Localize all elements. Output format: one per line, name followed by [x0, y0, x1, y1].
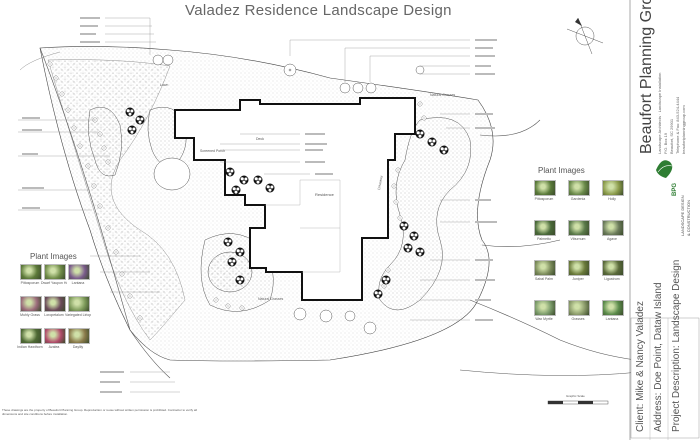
- plant-caption: Wax Myrtle: [535, 317, 553, 321]
- plant-caption: Loropetalum: [44, 313, 64, 317]
- lawn-oval: [153, 157, 191, 191]
- deck-label: Deck: [256, 137, 264, 141]
- company-address-1: P.O. Box 19: [663, 132, 668, 154]
- notes: These drawings are the property of Beauf…: [2, 408, 197, 416]
- company-web: beaufortplanninggroup.com: [681, 105, 686, 154]
- plant-photo: [20, 264, 42, 280]
- logo-letters: BPG: [672, 182, 678, 196]
- scale-label: Graphic Scale: [566, 394, 585, 398]
- client-address: Address: Doe Point, Dataw Island: [653, 282, 664, 432]
- plant-photo: [602, 220, 624, 236]
- plant-photo: [534, 300, 556, 316]
- planting-bed-left: [88, 106, 122, 177]
- plant-caption: Ligustrum: [604, 277, 620, 281]
- plant-caption: Gardenia: [570, 197, 586, 201]
- logo-sub-1: LANDSCAPE DESIGN: [680, 195, 685, 236]
- company-logo: [656, 160, 673, 178]
- client-name: Client: Mike & Nancy Valadez: [635, 301, 646, 432]
- plant-caption: Variegated Liriope: [65, 313, 91, 317]
- page-title: Valadez Residence Landscape Design: [185, 2, 452, 19]
- company-tagline: Landscape Architects · Landscape Install…: [657, 72, 662, 154]
- company-phone: Telephone & Fax: 843-524-4444: [675, 96, 680, 154]
- plant-photo: [568, 180, 590, 196]
- plant-photo: [568, 220, 590, 236]
- plant-photo: [20, 328, 42, 344]
- plant-caption: Pittosporum: [20, 281, 40, 285]
- planting-bed-east: [378, 117, 472, 311]
- plant-caption: Lantana: [605, 317, 619, 321]
- plant-caption: Dwarf Yaupon Holly: [41, 281, 67, 285]
- plant-photo: [68, 296, 90, 312]
- north-arrow-icon: [566, 17, 604, 55]
- project-description: Project Description: Landscape Design: [671, 259, 682, 432]
- plant-photo: [68, 328, 90, 344]
- plant-caption: Lantana: [71, 281, 85, 285]
- plant-photo: [44, 328, 66, 344]
- plant-photo: [568, 300, 590, 316]
- house-footprint: [174, 97, 416, 301]
- plant-photo: [20, 296, 42, 312]
- plant-caption: Palmetto: [537, 237, 551, 241]
- plant-caption: Sabal Palm: [535, 277, 553, 281]
- company-name: Beaufort Planning Group: [638, 0, 655, 154]
- plant-caption: Juniper: [572, 277, 584, 281]
- plant-photo: [534, 220, 556, 236]
- house-label: Residence: [315, 192, 335, 197]
- plant-photo: [602, 180, 624, 196]
- lawn-area: [47, 59, 186, 341]
- plant-caption: Viburnum: [570, 237, 586, 241]
- plant-caption: Holly: [608, 197, 616, 201]
- plant-caption: Indian Hawthorn: [17, 345, 43, 349]
- plant-photo: [534, 180, 556, 196]
- plant-caption: Pittosporum: [534, 197, 554, 201]
- plant-images-heading-left: Plant Images: [30, 252, 77, 261]
- plant-photo: [44, 264, 66, 280]
- plant-caption: Muhly Grass: [20, 313, 40, 317]
- company-address-2: Beaufort, SC 29901: [669, 118, 674, 154]
- driveway-label: Driveway: [377, 175, 383, 190]
- plant-photo: [44, 296, 66, 312]
- graphic-scale: [547, 400, 609, 405]
- plant-caption: Agave: [607, 237, 617, 241]
- plant-photo: [602, 260, 624, 276]
- plant-photo: [602, 300, 624, 316]
- natural-grasses-label: Natural Grasses: [258, 297, 284, 301]
- natural-grasses-label: Natural Grasses: [430, 93, 456, 97]
- plant-photo: [68, 264, 90, 280]
- plant-images-heading-right: Plant Images: [538, 166, 585, 175]
- plant-photo: [534, 260, 556, 276]
- logo-sub-2: & CONSTRUCTION: [686, 200, 691, 236]
- plant-photo: [568, 260, 590, 276]
- plant-caption: Azalea: [48, 345, 60, 349]
- lawn-label: Lawn: [160, 83, 168, 87]
- plant-caption: Daylily: [72, 345, 84, 349]
- canopy-trees: [152, 54, 425, 335]
- plant-caption: Grasses: [571, 317, 585, 321]
- screened-porch-label: Screened Porch: [200, 149, 225, 153]
